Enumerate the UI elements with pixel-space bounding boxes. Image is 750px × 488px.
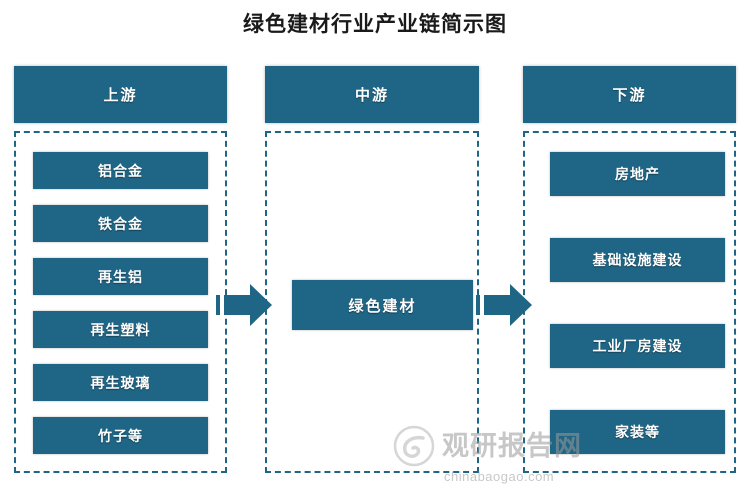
- column-header-midstream: 中游: [265, 66, 479, 123]
- node-downstream-1: 房地产: [550, 152, 725, 196]
- column-header-midstream-label: 中游: [354, 88, 389, 104]
- node-upstream-3-label: 再生铝: [98, 270, 143, 286]
- node-upstream-6-label: 竹子等: [98, 429, 143, 445]
- node-downstream-2: 基础设施建设: [550, 238, 725, 282]
- node-upstream-2-label: 铁合金: [98, 217, 143, 233]
- node-upstream-5: 再生玻璃: [33, 364, 208, 401]
- node-midstream-1: 绿色建材: [292, 280, 473, 330]
- page-title: 绿色建材行业产业链简示图: [243, 12, 507, 36]
- column-header-upstream-label: 上游: [103, 88, 138, 104]
- node-upstream-1-label: 铝合金: [98, 164, 143, 180]
- node-upstream-3: 再生铝: [33, 258, 208, 295]
- node-upstream-4-label: 再生塑料: [90, 323, 151, 339]
- node-downstream-2-label: 基础设施建设: [592, 254, 683, 269]
- arrow-right-icon-midstream-to-downstream: [474, 281, 534, 329]
- node-downstream-3-label: 工业厂房建设: [592, 340, 683, 355]
- node-upstream-2: 铁合金: [33, 205, 208, 242]
- column-header-downstream-label: 下游: [612, 88, 647, 104]
- column-header-downstream: 下游: [523, 66, 736, 123]
- node-upstream-4: 再生塑料: [33, 311, 208, 348]
- node-downstream-4: 家装等: [550, 410, 725, 454]
- node-midstream-1-label: 绿色建材: [348, 298, 417, 315]
- node-downstream-3: 工业厂房建设: [550, 324, 725, 368]
- node-upstream-1: 铝合金: [33, 152, 208, 189]
- node-upstream-6: 竹子等: [33, 417, 208, 454]
- node-downstream-4-label: 家装等: [615, 426, 660, 441]
- arrow-right-icon-upstream-to-midstream: [214, 281, 274, 329]
- column-header-upstream: 上游: [14, 66, 227, 123]
- node-downstream-1-label: 房地产: [615, 168, 660, 183]
- node-upstream-5-label: 再生玻璃: [90, 376, 151, 392]
